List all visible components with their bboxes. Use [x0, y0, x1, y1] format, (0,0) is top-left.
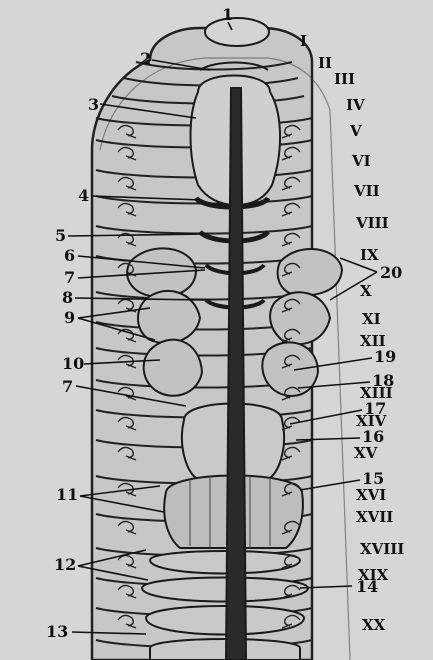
- segment-label-2: II: [318, 54, 332, 72]
- label-7b: 7: [62, 377, 73, 396]
- label-20: 20: [380, 263, 402, 282]
- segment-label-12: XII: [360, 332, 386, 350]
- segment-label-20: XX: [362, 616, 386, 634]
- segment-label-6: VI: [351, 152, 371, 170]
- label-4: 4: [78, 186, 89, 205]
- label-12: 12: [54, 555, 76, 574]
- segment-label-9: IX: [360, 246, 379, 264]
- segment-label-7: VII: [353, 182, 380, 200]
- segment-label-1: I: [300, 32, 307, 50]
- segment-label-16: XVI: [356, 486, 386, 504]
- label-5: 5: [55, 226, 66, 245]
- segment-label-14: XIV: [356, 412, 387, 430]
- segment-label-19: XIX: [358, 566, 389, 584]
- label-13: 13: [46, 622, 68, 641]
- segment-label-3: III: [334, 70, 355, 88]
- prostomium-shape: [205, 18, 269, 46]
- segment-label-10: X: [360, 282, 372, 300]
- segment-label-17: XVII: [356, 508, 393, 526]
- segment-label-18: XVIII: [360, 540, 404, 558]
- label-1: 1: [222, 5, 233, 24]
- label-10: 10: [62, 354, 84, 373]
- segment-label-13: XIII: [360, 384, 393, 402]
- segment-label-15: XV: [354, 444, 378, 462]
- label-7: 7: [64, 268, 75, 287]
- segment-label-5: V: [349, 122, 362, 140]
- segment-label-8: VIII: [355, 214, 389, 232]
- label-8: 8: [62, 288, 73, 307]
- label-11: 11: [56, 485, 78, 504]
- label-2: 2: [140, 49, 151, 68]
- label-6: 6: [64, 246, 75, 265]
- segment-label-11: XI: [362, 310, 381, 328]
- label-9: 9: [64, 308, 75, 327]
- segment-label-4: IV: [346, 96, 365, 114]
- label-3: 3: [88, 95, 99, 114]
